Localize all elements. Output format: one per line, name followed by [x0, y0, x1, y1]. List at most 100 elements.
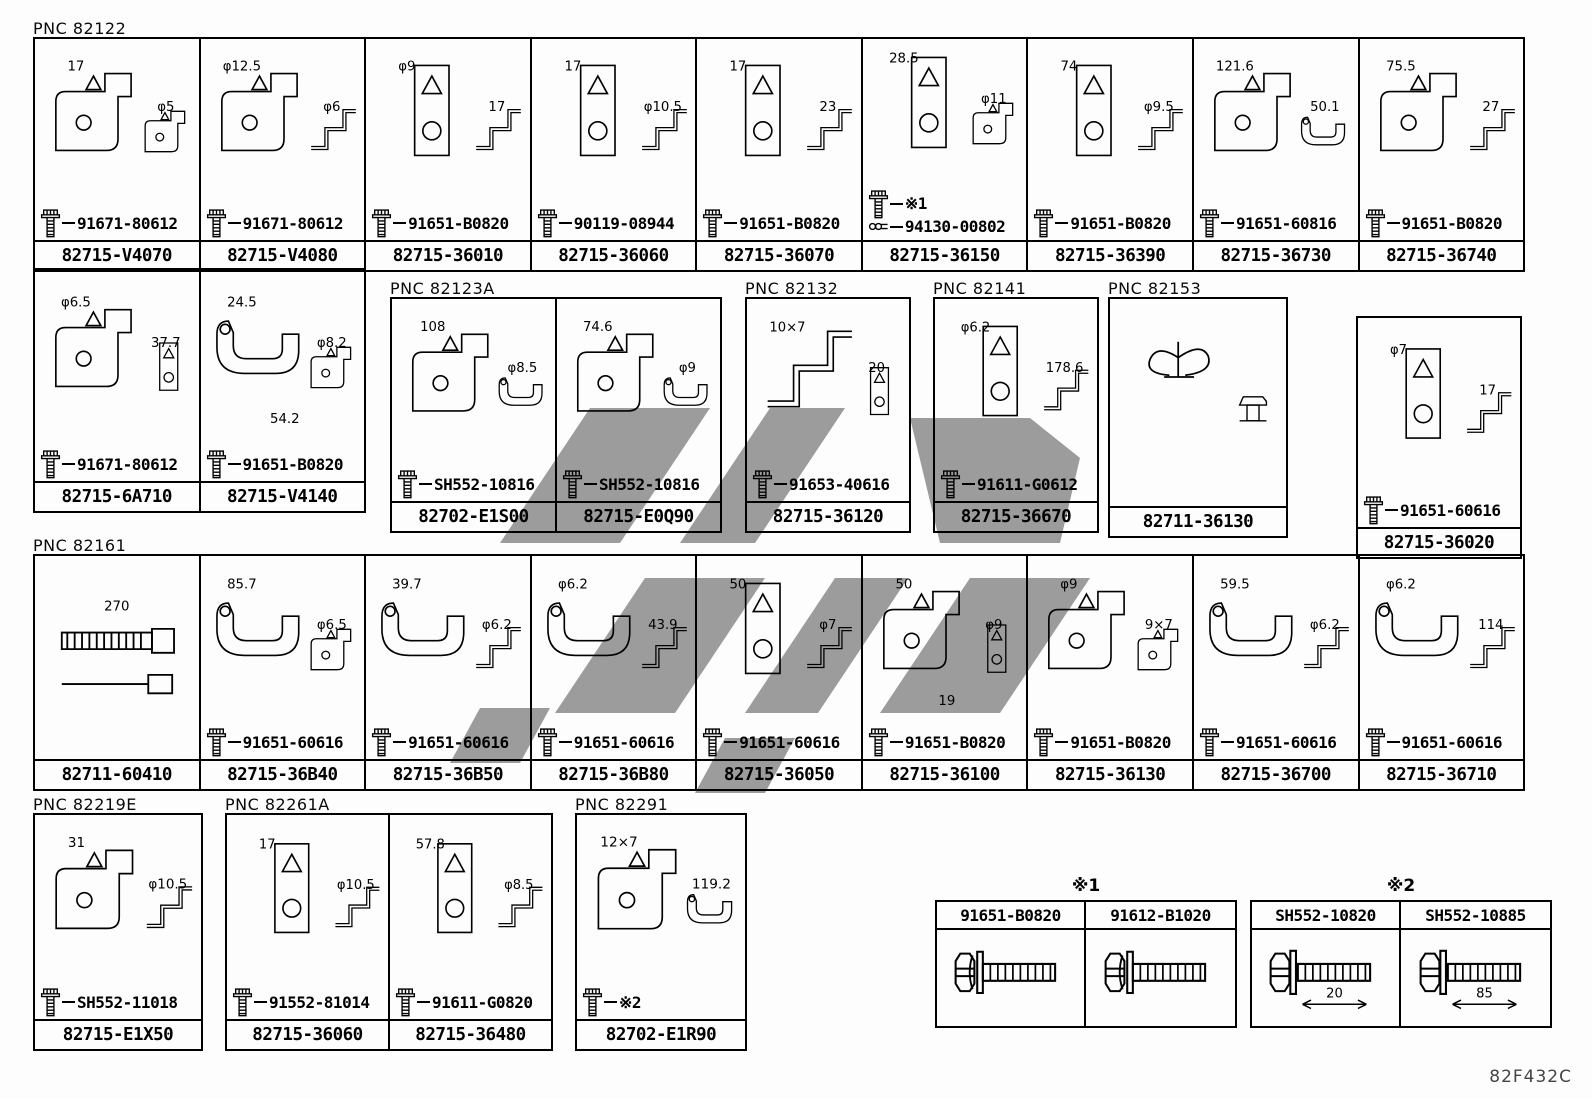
shape-lbracket	[310, 628, 351, 671]
leader-line	[1220, 222, 1234, 224]
shape-lbracket	[55, 849, 134, 930]
shape-clip	[1148, 341, 1210, 378]
fastener-list: 91651-60616	[697, 727, 861, 759]
fastener-row: 91651-B0820	[206, 449, 362, 479]
bolt-icon	[206, 449, 227, 479]
bolt-icon	[940, 469, 961, 499]
shape-lbracket	[1213, 72, 1291, 152]
dimension-label: 74	[1061, 59, 1078, 74]
dimension-label: φ9	[985, 618, 1002, 633]
bolt-icon	[1363, 495, 1384, 525]
pnc-group: PNC 82153 82711-36130	[1108, 279, 1288, 538]
fastener-part-number: 91651-60616	[1235, 732, 1337, 752]
part-drawing: φ6.5 37.7	[35, 270, 199, 449]
dimension-label: 119.2	[692, 876, 731, 892]
fastener-list: 91653-40616	[747, 469, 909, 501]
dimension-label: 24.5	[227, 295, 257, 310]
leader-line	[227, 463, 241, 465]
part-number: 82715-36670	[935, 501, 1097, 531]
fastener-row: 91651-B0820	[371, 208, 527, 238]
fastener-part-number: SH552-10816	[599, 474, 700, 494]
bracket-drawing: φ6.5 37.7	[55, 295, 181, 391]
bolt-icon	[206, 208, 227, 238]
bracket-drawing: φ12.5φ6	[220, 59, 356, 152]
dimension-label: φ6.5	[61, 295, 91, 310]
fastener-row: 91651-B0820	[1365, 208, 1521, 238]
part-number: 82715-V4080	[200, 240, 365, 270]
leader-line	[724, 741, 738, 743]
dimension-label: 37.7	[151, 336, 181, 351]
leader-line	[604, 1001, 617, 1003]
parts-box: φ6.5 37.7 91671-80612 82715-6A710 24.5 φ8.…	[33, 268, 366, 513]
fastener-list: 90119-08944	[532, 208, 696, 240]
shape-zbar	[1304, 626, 1349, 669]
pnc-label: PNC 82122	[33, 19, 127, 38]
dimension-label: φ8.2	[316, 336, 346, 351]
shape-lbracket	[55, 308, 132, 388]
dimension-label: φ10.5	[643, 100, 681, 115]
fastener-row: 91671-80612	[40, 449, 196, 479]
fastener-list: 91651-60816	[1194, 208, 1358, 240]
shape-clip2	[1238, 396, 1268, 422]
fastener-part-number: 91651-B0820	[739, 213, 840, 233]
bolt-icon	[537, 208, 558, 238]
shape-lbracket	[220, 72, 298, 152]
dimension-label: φ6.2	[1385, 577, 1415, 592]
fastener-row: 91651-60616	[1199, 727, 1355, 757]
fastener-part-number: 94130-00802	[904, 217, 1006, 236]
bolt-icon	[1199, 208, 1220, 238]
fastener-row: 91651-B0820	[1033, 727, 1189, 757]
bolt-icon	[752, 469, 773, 499]
fastener-row: 94130-00802	[868, 215, 1024, 238]
fastener-row: 91651-60616	[206, 727, 362, 757]
dimension-label: φ8.5	[508, 361, 538, 376]
legend-bolt-drawing	[954, 950, 1056, 995]
part-number: 82715-36B80	[531, 759, 696, 789]
leader-line	[584, 483, 597, 485]
leader-line	[417, 1001, 430, 1003]
bracket-drawing: 270	[60, 599, 175, 695]
shape-plate	[982, 325, 1019, 417]
dimension-label: φ5	[157, 100, 174, 115]
legend-dim-label: 20	[1326, 987, 1343, 1002]
bolt-icon	[397, 469, 418, 499]
shape-plate	[910, 56, 947, 149]
shape-zbar	[310, 108, 356, 151]
pnc-label: PNC 82261A	[225, 795, 330, 814]
fastener-list: 91651-60616	[1194, 727, 1358, 759]
part-number: 82715-6A710	[35, 481, 199, 511]
dimension-label: φ6.2	[558, 577, 588, 592]
shape-hook	[215, 602, 300, 657]
bracket-drawing: 121.650.1	[1213, 59, 1346, 152]
dimension-label: 9×7	[1145, 618, 1173, 633]
shape-zbar	[807, 108, 853, 151]
parts-cell: φ6.5 37.7 91671-80612 82715-6A710	[35, 270, 201, 511]
leader-line	[889, 225, 903, 228]
fastener-part-number: 91671-80612	[77, 213, 178, 233]
legend-bolt-drawing: 20	[1269, 949, 1371, 1010]
part-number: 82715-36700	[1193, 759, 1358, 789]
shape-hook	[1374, 602, 1459, 657]
parts-cell: 270 82711-60410	[35, 556, 201, 789]
fastener-row: 90119-08944	[537, 208, 693, 238]
fastener-row: 91611-G0820	[395, 987, 548, 1017]
part-number: 82715-36740	[1359, 240, 1524, 270]
dimension-label: φ10.5	[148, 877, 187, 893]
fastener-list: 91651-60616	[1358, 495, 1520, 527]
part-drawing	[1110, 299, 1286, 506]
